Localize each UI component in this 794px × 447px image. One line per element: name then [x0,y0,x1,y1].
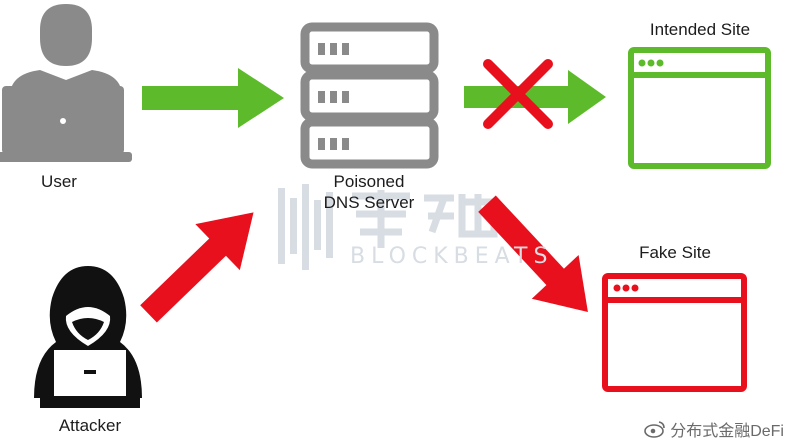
watermark-cn-glyphs [352,190,498,248]
hooded-attacker-icon [34,266,142,408]
watermark-logo-icon [278,184,333,270]
attacker-label: Attacker [58,416,122,435]
cross-icon [483,59,553,129]
intended-site-label: Intended Site [649,20,751,39]
footer-watermark: 分布式金融DeFi [644,417,784,441]
laptop-icon [0,86,132,162]
fake-site-label: Fake Site [639,243,711,262]
window-dots [638,59,664,67]
dns-server-icon [300,22,439,169]
watermark-en: BLOCKBEATS [350,244,554,269]
weibo-icon [644,421,666,438]
user-icon [10,4,122,100]
arrow-icon [142,68,284,128]
arrow-icon [140,212,254,323]
browser-window-icon [602,273,747,392]
browser-window-icon [628,47,771,169]
user-label: User [41,172,77,191]
window-dots [613,284,639,292]
dns-server-label-line1: Poisoned [333,172,405,191]
dns-server-label-line2: DNS Server [323,193,415,212]
arrow-icon [478,195,588,312]
server-lights [318,43,349,150]
footer-watermark-text: 分布式金融DeFi [670,423,784,440]
